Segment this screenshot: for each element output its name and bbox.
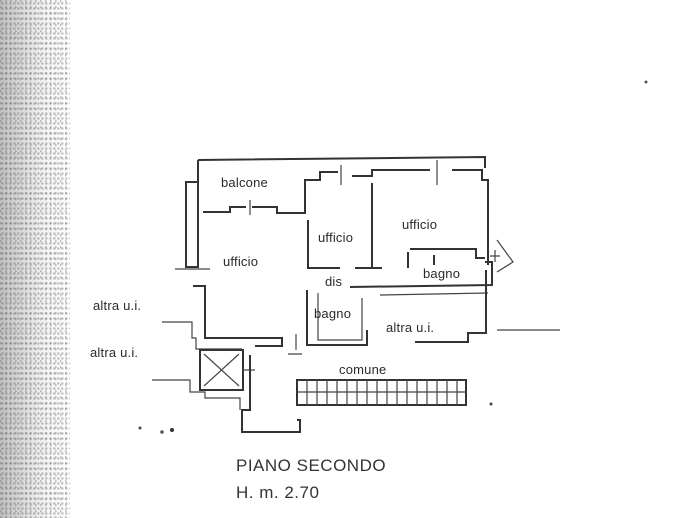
- room-label-ufficio-right: ufficio: [402, 217, 438, 232]
- room-label-comune: comune: [339, 362, 387, 377]
- neighbor-label-1: altra u.i.: [93, 298, 142, 313]
- room-label-balcone: balcone: [221, 175, 268, 190]
- neighbor-label-2: altra u.i.: [90, 345, 139, 360]
- room-label-ufficio-small: ufficio: [318, 230, 354, 245]
- room-label-ufficio-main: ufficio: [223, 254, 259, 269]
- room-label-bagno-right: bagno: [423, 266, 461, 281]
- neighbor-label-3: altra u.i.: [386, 320, 435, 335]
- floor-title: PIANO SECONDO: [236, 456, 387, 475]
- room-label-dis: dis: [325, 274, 343, 289]
- ceiling-height-note: H. m. 2.70: [236, 483, 320, 502]
- room-label-bagno-left: bagno: [314, 306, 352, 321]
- scan-noise-edge: [0, 0, 70, 518]
